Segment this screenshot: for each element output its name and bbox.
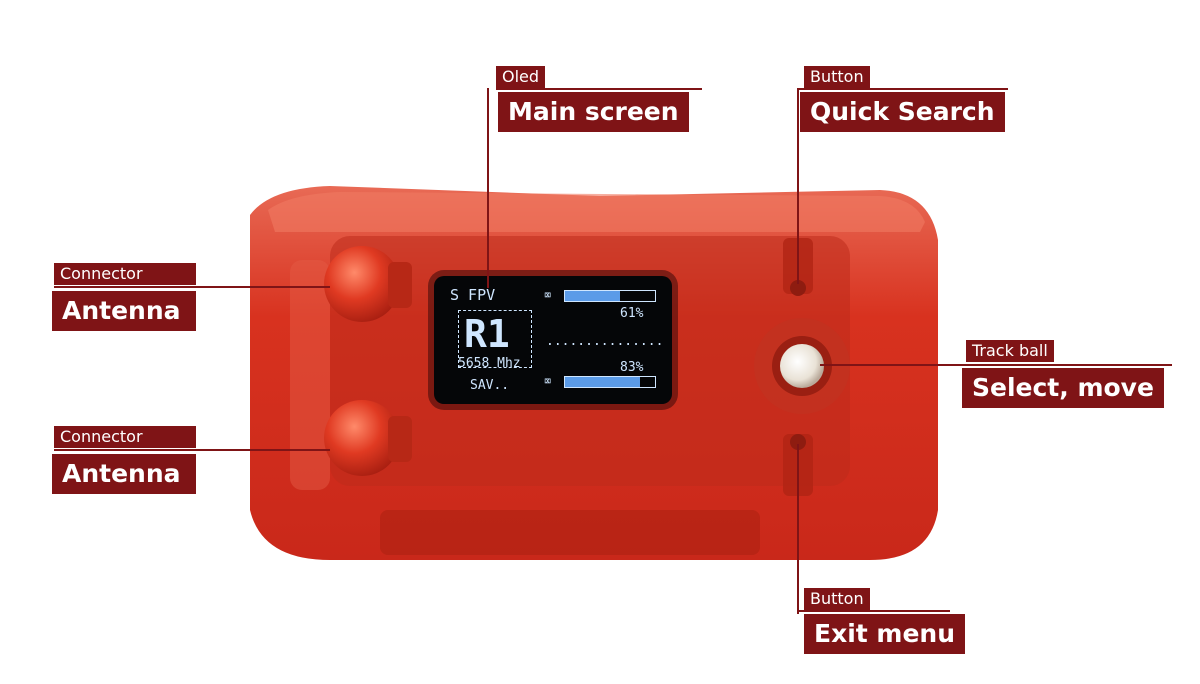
oled-category-label: Oled [496,66,546,88]
oled-title-label: Main screen [498,92,689,132]
quick-search-category-label: Button [804,66,870,88]
antenna-bottom-title-label: Antenna [52,454,196,494]
quick-search-title-label: Quick Search [800,92,1005,132]
antenna-top-rule [54,286,330,288]
rssi-b-bar [564,376,656,388]
channel-frame [458,310,532,368]
oled-leader [487,88,489,288]
antenna-b-icon: ⌧ [544,374,552,388]
antenna-a-icon: ⌧ [544,288,552,302]
antenna-bottom-category-label: Connector [54,426,196,448]
oled-rule [496,88,702,90]
antenna-bottom-rule [54,449,330,451]
oled-channel: R1 [464,312,510,356]
rssi-a-value: 61% [620,306,644,321]
rssi-a-bar [564,290,656,302]
antenna-top-category-label: Connector [54,263,196,285]
rssi-divider: ............... [546,334,664,349]
rssi-a-fill [565,291,620,301]
oled-mode: S FPV [450,286,496,304]
exit-category-label: Button [804,588,870,610]
trackball-rule [820,364,1172,366]
exit-title-label: Exit menu [804,614,966,654]
exit-leader [797,444,799,614]
trackball-title-label: Select, move [962,368,1164,408]
oled-frequency: 5658 Mhz [458,356,521,371]
oled-status: SAV.. [470,378,510,393]
quick-search-rule [798,88,1008,90]
rssi-b-fill [565,377,640,387]
rssi-b-value: 83% [620,360,644,375]
trackball-category-label: Track ball [966,340,1054,362]
exit-rule [798,610,950,612]
antenna-top-title-label: Antenna [52,291,196,331]
oled-screen: S FPV R1 5658 Mhz SAV.. ⌧ 61% ..........… [434,276,672,404]
quick-search-leader [797,88,799,284]
